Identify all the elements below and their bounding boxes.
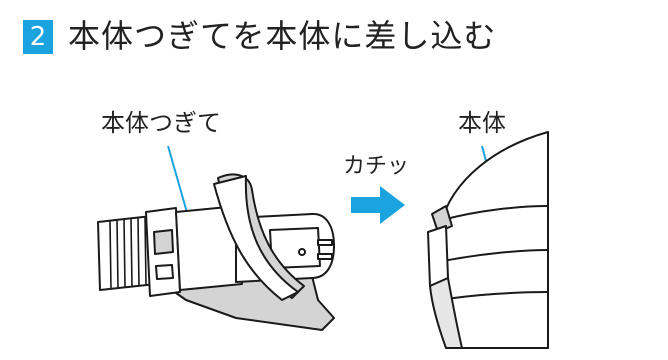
connector-latch-window [153, 229, 174, 255]
vacuum-body-seam-lower [437, 249, 549, 263]
vacuum-inlet-socket [431, 205, 453, 233]
vacuum-body-front-face [429, 277, 463, 349]
body-label: 本体 [458, 109, 506, 137]
connector-pin-hole [298, 248, 306, 256]
step-title: 本体つぎてを本体に差し込む [68, 17, 497, 55]
vacuum-inlet-lip [427, 225, 449, 287]
connector-body [175, 205, 243, 291]
connector-strap-front [213, 175, 299, 301]
connector-illustration [97, 173, 335, 331]
step-number-badge: 2 [23, 20, 53, 54]
right-arrow-icon [351, 186, 405, 224]
connector-label: 本体つぎて [101, 109, 221, 137]
connector-latch-window-lower [155, 264, 174, 280]
vacuum-body-illustration [427, 131, 549, 349]
hose-ribs [109, 216, 147, 290]
click-sound-label: カチッ [343, 154, 410, 179]
connector-pin-upper [317, 239, 333, 246]
connector-pin-lower [317, 253, 333, 260]
vacuum-body-seam-upper [441, 205, 549, 221]
